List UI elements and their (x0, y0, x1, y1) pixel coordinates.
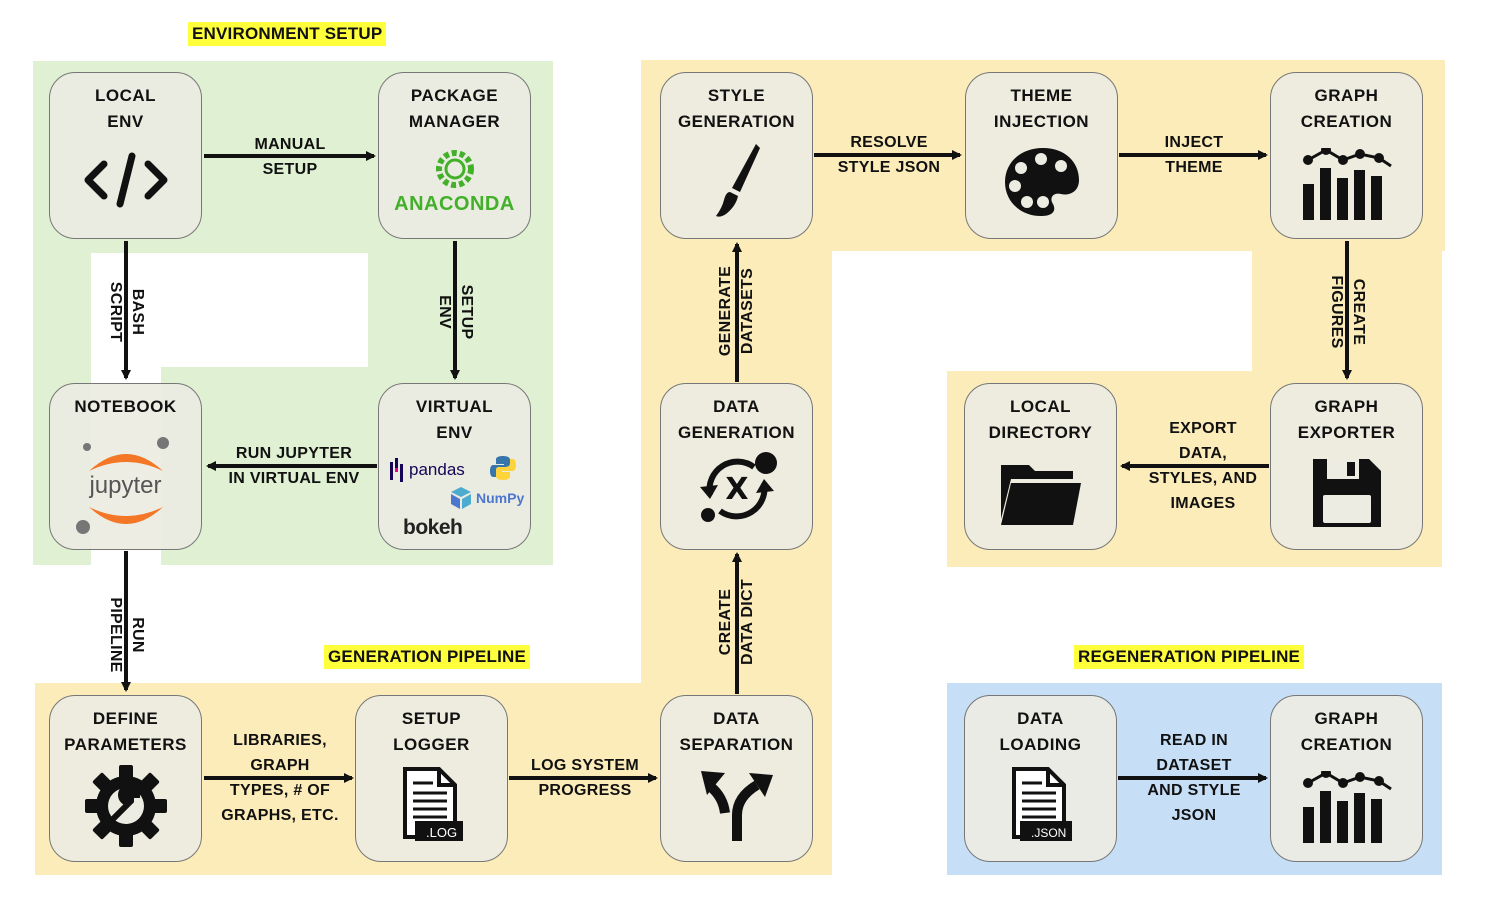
python-icon (489, 454, 517, 487)
svg-text:X: X (725, 472, 748, 507)
edge-label-run-pipeline: RUN PIPELINE (107, 597, 146, 673)
edge-label-generate-datasets: GENERATE DATASETS (717, 265, 756, 357)
json-file-icon: .JSON (965, 767, 1116, 843)
data-cycle-icon: X (661, 451, 812, 527)
folder-icon (965, 457, 1116, 527)
edge-label-log-progress: LOG SYSTEM PROGRESS (531, 757, 639, 799)
node-theme-injection: THEME INJECTION (965, 72, 1118, 239)
node-notebook: NOTEBOOK jupyter (49, 383, 202, 550)
settings-gear-icon (50, 763, 201, 849)
edge-label-inject-theme: INJECT THEME (1164, 134, 1224, 176)
anaconda-icon: ANACONDA (379, 147, 530, 216)
node-title: NOTEBOOK (74, 397, 177, 416)
edge-label-export: EXPORT DATA, STYLES, AND IMAGES (1148, 420, 1258, 512)
node-setup-logger: SETUP LOGGER .LOG (355, 695, 508, 862)
pandas-icon (390, 458, 403, 482)
pandas-wordmark: pandas (409, 460, 465, 479)
node-graph-creation: GRAPH CREATION (1270, 72, 1423, 239)
code-icon (50, 150, 201, 210)
edge-label-create-data-dict: CREATE DATA DICT (717, 579, 756, 665)
palette-icon (966, 146, 1117, 218)
save-disk-icon (1271, 455, 1422, 531)
numpy-logo: NumPy (449, 486, 524, 510)
node-title: VIRTUAL ENV (415, 397, 494, 442)
edge-label-resolve-style: RESOLVE STYLE JSON (837, 134, 941, 176)
edge-label-run-jupyter: RUN JUPYTER IN VIRTUAL ENV (228, 445, 360, 487)
node-local-directory: LOCAL DIRECTORY (964, 383, 1117, 550)
log-file-icon: .LOG (356, 767, 507, 843)
anaconda-wordmark: ANACONDA (394, 193, 515, 215)
node-title: GRAPH EXPORTER (1297, 397, 1396, 442)
json-extension-tag: .JSON (1031, 826, 1067, 840)
bar-line-chart-icon (1271, 771, 1422, 843)
edge-label-libraries: LIBRARIES, GRAPH TYPES, # OF GRAPHS, ETC… (221, 732, 339, 824)
node-title: DATA LOADING (999, 709, 1082, 754)
edge-label-create-figures: CREATE FIGURES (1328, 275, 1367, 349)
numpy-icon (451, 487, 471, 509)
node-title: LOCAL DIRECTORY (988, 397, 1093, 442)
pandas-logo: pandas (389, 458, 465, 482)
fork-arrow-icon (661, 767, 812, 843)
bokeh-wordmark: bokeh (403, 516, 463, 539)
paintbrush-icon (661, 142, 812, 220)
bokeh-logo: bokeh (403, 516, 463, 540)
node-local-env: LOCAL ENV (49, 72, 202, 239)
node-data-loading: DATA LOADING .JSON (964, 695, 1117, 862)
jupyter-icon: jupyter (50, 429, 201, 535)
node-data-generation: DATA GENERATION X (660, 383, 813, 550)
node-virtual-env: VIRTUAL ENV pandas NumPy bokeh (378, 383, 531, 550)
edge-label-manual-setup: MANUAL SETUP (254, 136, 326, 178)
generation-pipeline-label: GENERATION PIPELINE (324, 645, 531, 669)
node-graph-exporter: GRAPH EXPORTER (1270, 383, 1423, 550)
node-title: GRAPH CREATION (1300, 86, 1393, 131)
environment-setup-region-right (368, 253, 553, 367)
regeneration-pipeline-label: REGENERATION PIPELINE (1074, 645, 1305, 669)
node-package-manager: PACKAGE MANAGER ANACONDA (378, 72, 531, 239)
node-style-generation: STYLE GENERATION (660, 72, 813, 239)
numpy-wordmark: NumPy (476, 490, 525, 506)
log-extension-tag: .LOG (426, 825, 458, 840)
jupyter-wordmark: jupyter (89, 472, 162, 499)
node-data-separation: DATA SEPARATION (660, 695, 813, 862)
node-title: GRAPH CREATION (1300, 709, 1393, 754)
node-title: STYLE GENERATION (677, 86, 796, 131)
node-title: THEME INJECTION (993, 86, 1090, 131)
node-title: DEFINE PARAMETERS (64, 709, 187, 754)
node-title: SETUP LOGGER (393, 709, 470, 754)
node-title: PACKAGE MANAGER (408, 86, 501, 131)
node-title: DATA GENERATION (677, 397, 796, 442)
bar-line-chart-icon (1271, 148, 1422, 220)
node-graph-creation-regen: GRAPH CREATION (1270, 695, 1423, 862)
edge-label-bash-script: BASH SCRIPT (107, 281, 146, 343)
environment-setup-label: ENVIRONMENT SETUP (188, 22, 387, 46)
edge-label-read-in: READ IN DATASET AND STYLE JSON (1147, 732, 1241, 824)
node-title: LOCAL ENV (94, 86, 157, 131)
node-define-parameters: DEFINE PARAMETERS (49, 695, 202, 862)
node-title: DATA SEPARATION (679, 709, 794, 754)
edge-label-setup-env: SETUP ENV (436, 284, 475, 340)
